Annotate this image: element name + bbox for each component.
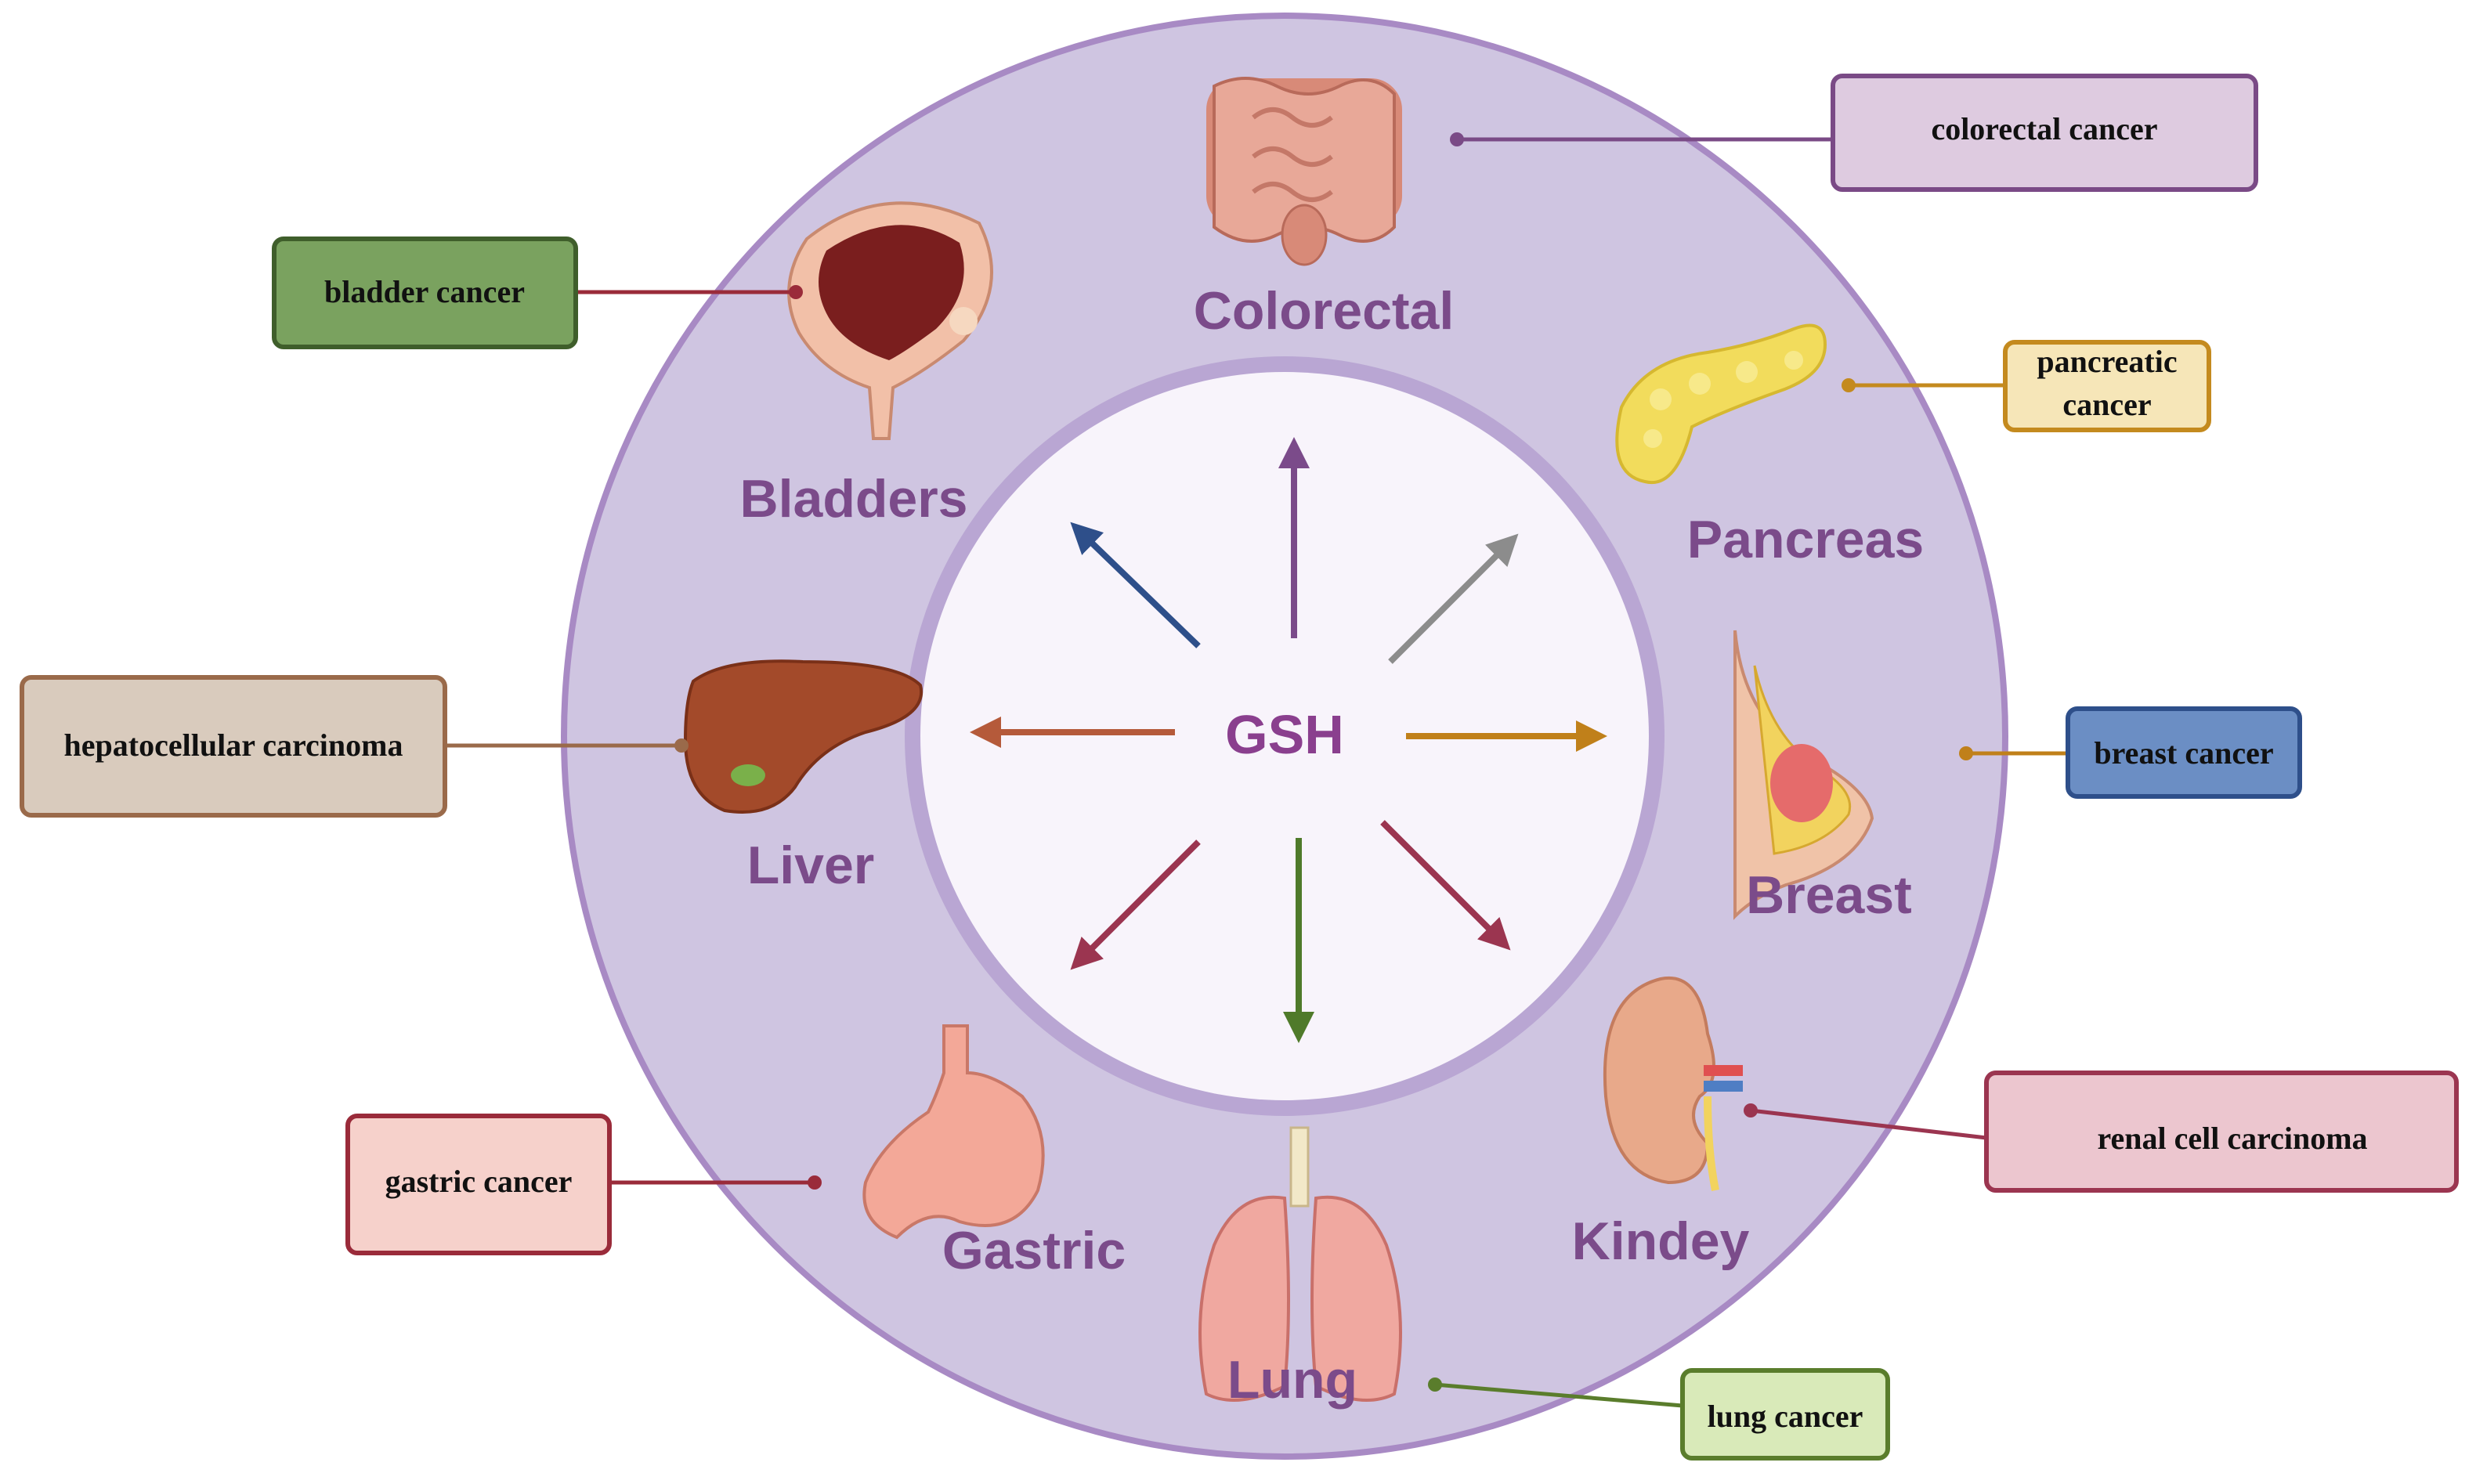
cancer-box-colorectal: colorectal cancer: [1831, 74, 2258, 192]
colorectal-illustration: [1206, 77, 1402, 266]
connector-kidney: [1750, 1108, 1987, 1140]
kidney-illustration: [1603, 976, 1743, 1191]
organ-label-colorectal: Colorectal: [1194, 281, 1455, 341]
cancer-label-pancreas-line1: pancreatic: [2037, 344, 2177, 379]
liver-illustration: [683, 659, 924, 814]
organ-label-breast: Breast: [1746, 865, 1912, 925]
cancer-box-kidney: renal cell carcinoma: [1984, 1071, 2459, 1193]
cancer-label-pancreas-line2: cancer: [2062, 387, 2151, 422]
cancer-label-gastric: gastric cancer: [385, 1164, 573, 1199]
arrow-down-right: [1380, 820, 1511, 951]
cancer-box-breast: breast cancer: [2066, 706, 2302, 799]
cancer-label-breast: breast cancer: [2094, 735, 2273, 771]
organ-label-kidney: Kindey: [1572, 1211, 1750, 1271]
arrows: [970, 437, 1607, 1043]
cancer-label-kidney: renal cell carcinoma: [2097, 1121, 2367, 1156]
connectors: [445, 132, 2068, 1408]
breast-illustration: [1733, 630, 1874, 920]
center-label-gsh: GSH: [1225, 704, 1344, 765]
lung-illustration: [1198, 1126, 1402, 1402]
arrow-down-left: [1070, 839, 1201, 970]
cancer-box-bladder: bladder cancer: [272, 237, 578, 349]
cancer-box-gastric: gastric cancer: [345, 1114, 612, 1255]
cancer-label-bladder: bladder cancer: [324, 274, 525, 309]
arrow-up-left: [1070, 522, 1201, 648]
organ-label-gastric: Gastric: [942, 1221, 1126, 1280]
cancer-box-pancreas: pancreatic cancer: [2003, 340, 2211, 432]
connector-lung: [1434, 1382, 1683, 1408]
organ-label-liver: Liver: [747, 836, 875, 895]
organ-label-bladder: Bladders: [740, 469, 968, 529]
pancreas-illustration: [1615, 323, 1827, 485]
organ-label-lung: Lung: [1227, 1350, 1357, 1410]
cancer-label-liver: hepatocellular carcinoma: [64, 728, 403, 763]
organ-label-pancreas: Pancreas: [1687, 510, 1924, 569]
arrow-up-right: [1388, 533, 1519, 664]
cancer-box-lung: lung cancer: [1680, 1368, 1890, 1461]
bladder-illustration: [787, 201, 993, 440]
cancer-label-colorectal: colorectal cancer: [1931, 111, 2157, 146]
gastric-illustration: [862, 1024, 1045, 1240]
cancer-box-liver: hepatocellular carcinoma: [20, 675, 447, 818]
cancer-label-lung: lung cancer: [1708, 1399, 1863, 1434]
